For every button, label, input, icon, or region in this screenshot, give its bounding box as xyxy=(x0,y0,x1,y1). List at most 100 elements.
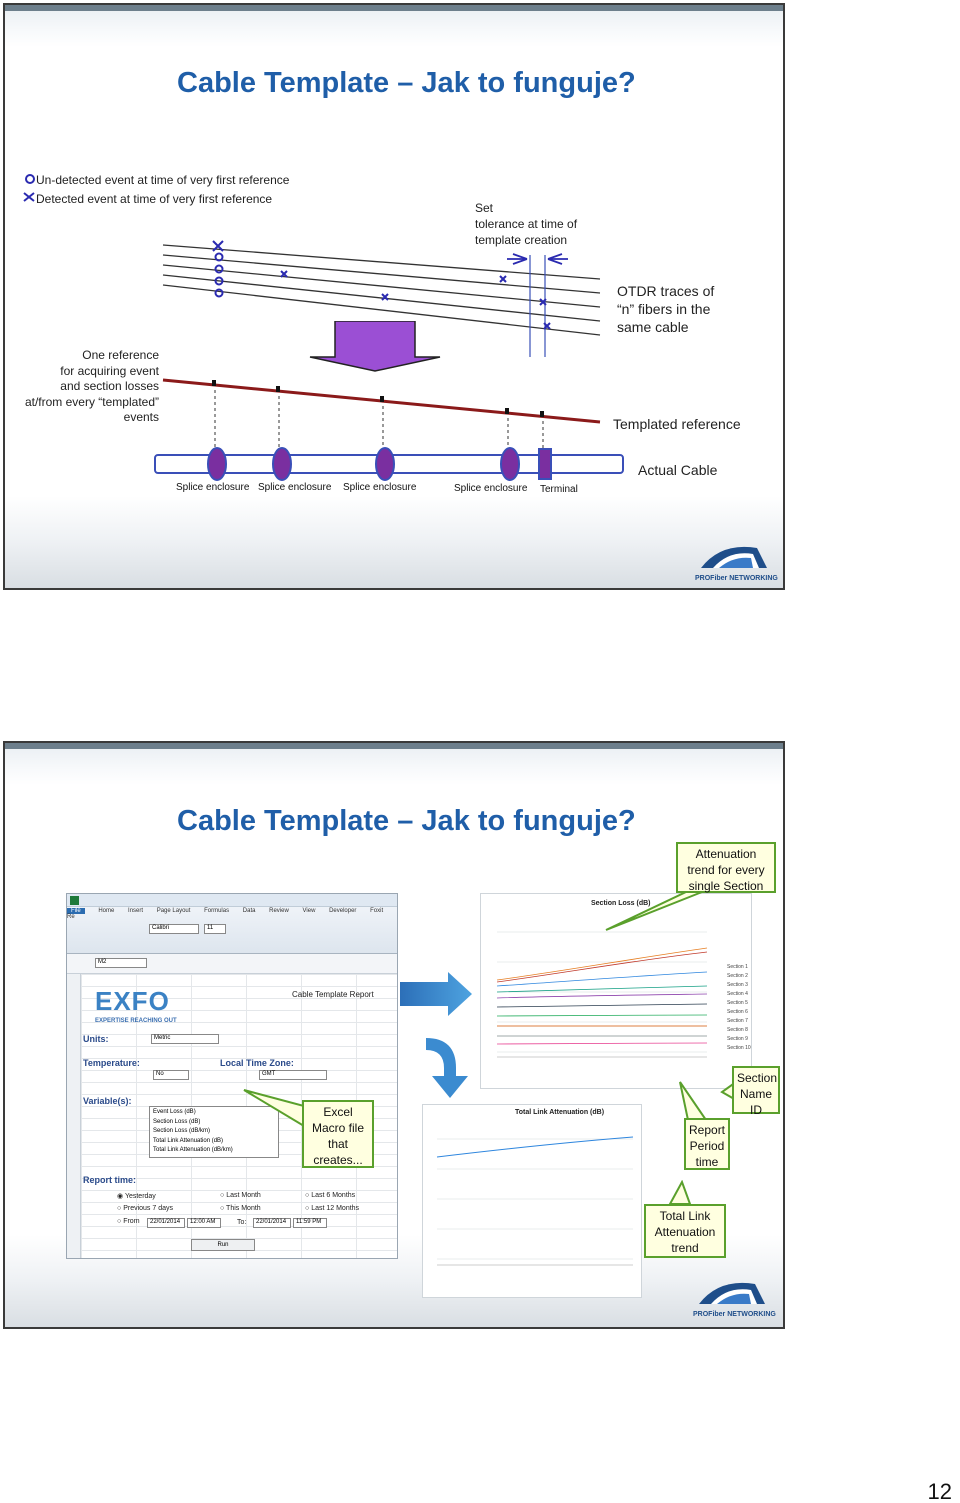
temperature-select[interactable]: No xyxy=(153,1070,189,1080)
tab-insert[interactable]: Insert xyxy=(128,908,144,914)
excel-window: File Home Insert Page Layout Formulas Da… xyxy=(66,893,398,1259)
total-link-attenuation-chart: Total Link Attenuation (dB) xyxy=(422,1104,642,1298)
option-last-6-months[interactable]: ○ Last 6 Months xyxy=(305,1192,356,1199)
from-time-input[interactable]: 12:00 AM xyxy=(187,1218,221,1228)
font-size-box[interactable]: 11 xyxy=(204,924,226,934)
tolerance-label: Set tolerance at time of template creati… xyxy=(475,201,578,247)
tab-data[interactable]: Data xyxy=(242,908,256,914)
undetected-marker-icon xyxy=(25,174,35,184)
down-arrow-icon xyxy=(309,321,441,372)
row-headers xyxy=(67,974,81,1258)
from-date-input[interactable]: 22/01/2014 xyxy=(147,1218,185,1228)
legend-item: Section 9 xyxy=(727,1036,748,1042)
slide-title: Cable Template – Jak to funguje? xyxy=(177,67,636,99)
exfo-brand: EXFO xyxy=(95,986,170,1016)
legend-detected: Detected event at time of very first ref… xyxy=(36,192,273,206)
slide-header-bar xyxy=(5,5,783,47)
callout-pointer xyxy=(243,1089,305,1128)
page-number: 12 xyxy=(927,1479,952,1503)
otdr-label: OTDR traces of “n” fibers in the same ca… xyxy=(617,283,715,335)
slide-footer-bar xyxy=(5,496,783,588)
tab-view[interactable]: View xyxy=(302,908,316,914)
legend-item: Section 4 xyxy=(727,991,748,997)
option-from[interactable]: ○ From xyxy=(117,1218,140,1225)
chart-title: Section Loss (dB) xyxy=(591,900,651,907)
legend-item: Section 3 xyxy=(727,982,748,988)
chart-title: Total Link Attenuation (dB) xyxy=(515,1109,605,1116)
section-name-callout: Section Name ID xyxy=(732,1066,780,1117)
logo-text: PROFiber NETWORKING xyxy=(693,1311,776,1318)
reference-label: One reference for acquiring event and se… xyxy=(24,348,159,424)
enclosure-label-4: Splice enclosure xyxy=(454,483,528,494)
tab-page-layout[interactable]: Page Layout xyxy=(156,908,191,914)
formula-bar: M2 xyxy=(67,954,397,974)
profiber-logo: PROFiber NETWORKING xyxy=(695,540,778,586)
units-select[interactable]: Metric xyxy=(151,1034,219,1044)
to-time-input[interactable]: 11:59 PM xyxy=(293,1218,327,1228)
profiber-logo-icon xyxy=(699,1282,765,1304)
callout-pointer xyxy=(605,891,703,931)
excel-app-icon xyxy=(70,896,79,905)
variable-item[interactable]: Event Loss (dB) xyxy=(153,1109,196,1115)
run-button[interactable]: Run xyxy=(191,1239,255,1251)
callout-pointer xyxy=(668,1180,692,1205)
tab-home[interactable]: Home xyxy=(98,908,115,914)
variable-item[interactable]: Section Loss (dB/km) xyxy=(153,1128,211,1134)
legend-item: Section 8 xyxy=(727,1027,748,1033)
legend-item: Section 10 xyxy=(727,1045,751,1051)
excel-title-bar xyxy=(67,894,397,907)
enclosure-label-2: Splice enclosure xyxy=(258,482,332,493)
legend-item: Section 6 xyxy=(727,1009,748,1015)
curved-arrow-icon xyxy=(426,1038,468,1098)
slide-header-bar xyxy=(5,743,783,785)
tab-file[interactable]: File xyxy=(67,908,85,914)
excel-tabs: File Home Insert Page Layout Formulas Da… xyxy=(67,908,397,920)
timezone-label: Local Time Zone: xyxy=(220,1058,294,1068)
legend-item: Section 2 xyxy=(727,973,748,979)
report-time-label: Report time: xyxy=(83,1175,137,1185)
templated-reference-label: Templated reference xyxy=(613,416,741,432)
to-date-input[interactable]: 22/01/2014 xyxy=(253,1218,291,1228)
actual-cable-label: Actual Cable xyxy=(638,462,718,478)
detected-marker-icon xyxy=(23,192,35,202)
variable-item[interactable]: Total Link Attenuation (dB) xyxy=(153,1137,224,1144)
slide-title: Cable Template – Jak to funguje? xyxy=(177,805,636,837)
variables-list[interactable]: Event Loss (dB) Section Loss (dB) Sectio… xyxy=(149,1106,279,1158)
templated-reference-diagram xyxy=(162,378,601,448)
legend-item: Section 1 xyxy=(727,964,748,970)
report-period-callout: Report Period time xyxy=(684,1118,730,1170)
total-link-plot xyxy=(437,1136,634,1266)
right-arrow-icon xyxy=(400,972,472,1016)
timezone-select[interactable]: GMT xyxy=(259,1070,327,1080)
tab-foxit[interactable]: Foxit Re xyxy=(67,908,384,920)
total-link-callout: Total Link Attenuation trend xyxy=(644,1204,726,1258)
legend-undetected: Un-detected event at time of very first … xyxy=(36,173,290,187)
variable-item[interactable]: Total Link Attenuation (dB/km) xyxy=(153,1147,233,1153)
cell-reference-box[interactable]: M2 xyxy=(95,958,147,968)
terminal-label: Terminal xyxy=(540,484,578,495)
otdr-traces-diagram xyxy=(162,240,601,357)
option-previous-7-days[interactable]: ○ Previous 7 days xyxy=(117,1205,173,1212)
report-title: Cable Template Report xyxy=(292,990,374,999)
excel-callout: Excel Macro file that creates... xyxy=(302,1100,374,1168)
slide-1: Cable Template – Jak to funguje? Un-dete… xyxy=(3,3,785,590)
option-this-month[interactable]: ○ This Month xyxy=(220,1205,261,1212)
option-last-month[interactable]: ○ Last Month xyxy=(220,1192,261,1199)
profiber-logo-icon xyxy=(701,546,767,568)
logo-text: PROFiber NETWORKING xyxy=(695,575,778,582)
tab-formulas[interactable]: Formulas xyxy=(204,908,230,914)
option-yesterday[interactable]: ◉ Yesterday xyxy=(117,1193,156,1200)
excel-ribbon: File Home Insert Page Layout Formulas Da… xyxy=(67,894,397,954)
callout-pointer xyxy=(679,1081,708,1121)
variable-item[interactable]: Section Loss (dB) xyxy=(153,1118,201,1125)
enclosure-label-3: Splice enclosure xyxy=(343,482,417,493)
variables-label: Variable(s): xyxy=(83,1096,132,1106)
option-last-12-months[interactable]: ○ Last 12 Months xyxy=(305,1205,360,1212)
tab-developer[interactable]: Developer xyxy=(329,908,357,914)
actual-cable-diagram xyxy=(154,447,624,481)
temperature-label: Temperature: xyxy=(83,1058,140,1068)
tab-review[interactable]: Review xyxy=(269,908,289,914)
units-label: Units: xyxy=(83,1034,109,1044)
profiber-logo: PROFiber NETWORKING xyxy=(693,1276,776,1322)
font-name-box[interactable]: Calibri xyxy=(149,924,199,934)
